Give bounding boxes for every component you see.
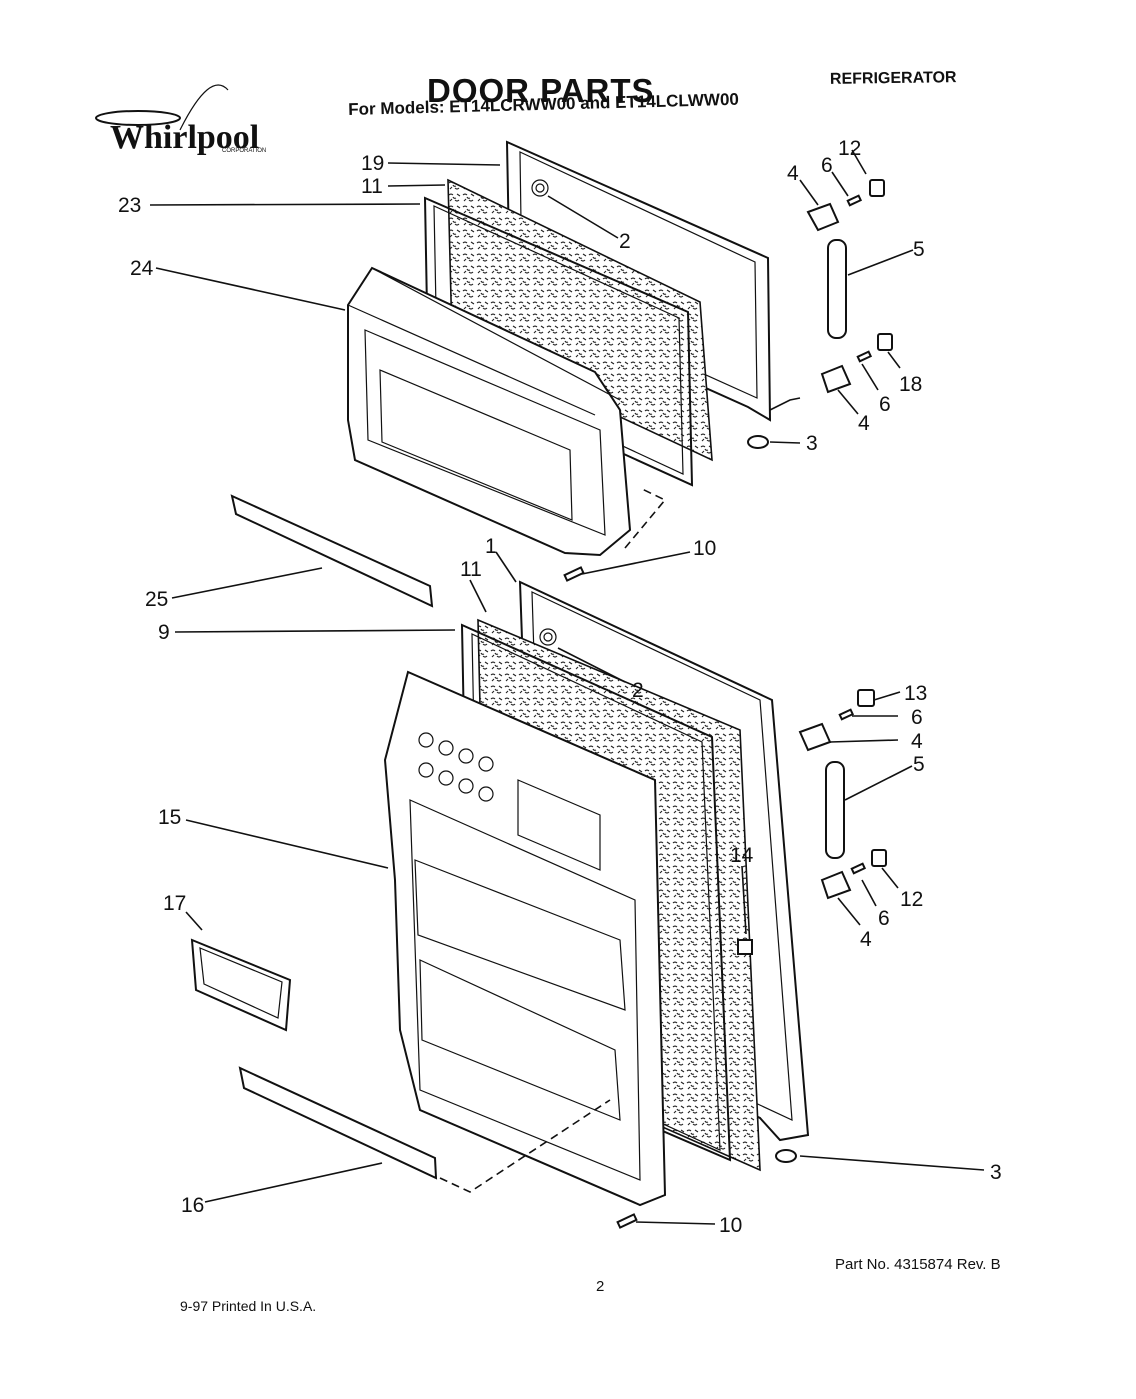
callout-5-bottom: 5 [913,753,925,776]
callout-12-bottom: 12 [900,888,923,911]
bottom-hinge-parts [737,689,887,1163]
callout-4-mid: 4 [858,412,870,435]
screw-top [563,566,585,582]
callout-4-top: 4 [787,162,799,185]
top-hinge-parts [747,179,893,449]
egg-holes [418,732,494,802]
brand-sub: CORPORATION [222,148,266,154]
leader-lines [149,149,985,1225]
page-title: DOOR PARTS [427,72,655,109]
callout-5-top: 5 [913,238,925,261]
callout-11-top: 11 [361,175,383,198]
freezer-insulation [447,178,713,462]
brand-name: Whirlpool [110,119,259,156]
callout-labels: 19 11 23 24 2 12 4 6 5 18 6 4 3 10 1 25 … [118,137,1002,1237]
callout-19: 19 [361,152,384,175]
callout-6-mid: 6 [879,393,891,416]
callout-11-bottom: 11 [460,558,482,581]
dairy-door [190,938,292,1032]
callout-2-top: 2 [619,230,631,253]
callout-2-bottom: 2 [632,679,644,702]
callout-6-lower: 6 [911,706,923,729]
fresh-shelf-bar [238,1066,438,1180]
callout-13: 13 [904,682,927,705]
callout-15: 15 [158,806,181,829]
callout-4-lower: 4 [911,730,923,753]
whirlpool-logo: Whirlpool CORPORATION [95,84,266,156]
callout-24: 24 [130,257,154,280]
fresh-liner [383,670,667,1207]
callout-4-bottom: 4 [860,928,872,951]
callout-14: 14 [730,844,754,867]
screw-bottom [616,1213,638,1229]
page-number: 2 [596,1278,605,1295]
callout-18: 18 [899,373,922,396]
callout-23: 23 [118,194,141,217]
part-number: Part No. 4315874 Rev. B [835,1256,1001,1273]
callout-1: 1 [485,535,497,558]
callout-3-bottom: 3 [990,1161,1002,1184]
callout-10-bottom: 10 [719,1214,742,1237]
callout-9: 9 [158,621,170,644]
freezer-shelf-bar [230,494,434,608]
callout-6-bottom: 6 [878,907,890,930]
callout-12-top: 12 [838,137,861,160]
freezer-liner [347,266,632,557]
callout-17: 17 [163,892,186,915]
callout-10-top: 10 [693,537,716,560]
callout-16: 16 [181,1194,204,1217]
callout-6-top: 6 [821,154,833,177]
callout-25: 25 [145,588,168,611]
callout-3-top: 3 [806,432,818,455]
print-date: 9-97 Printed In U.S.A. [180,1298,317,1314]
